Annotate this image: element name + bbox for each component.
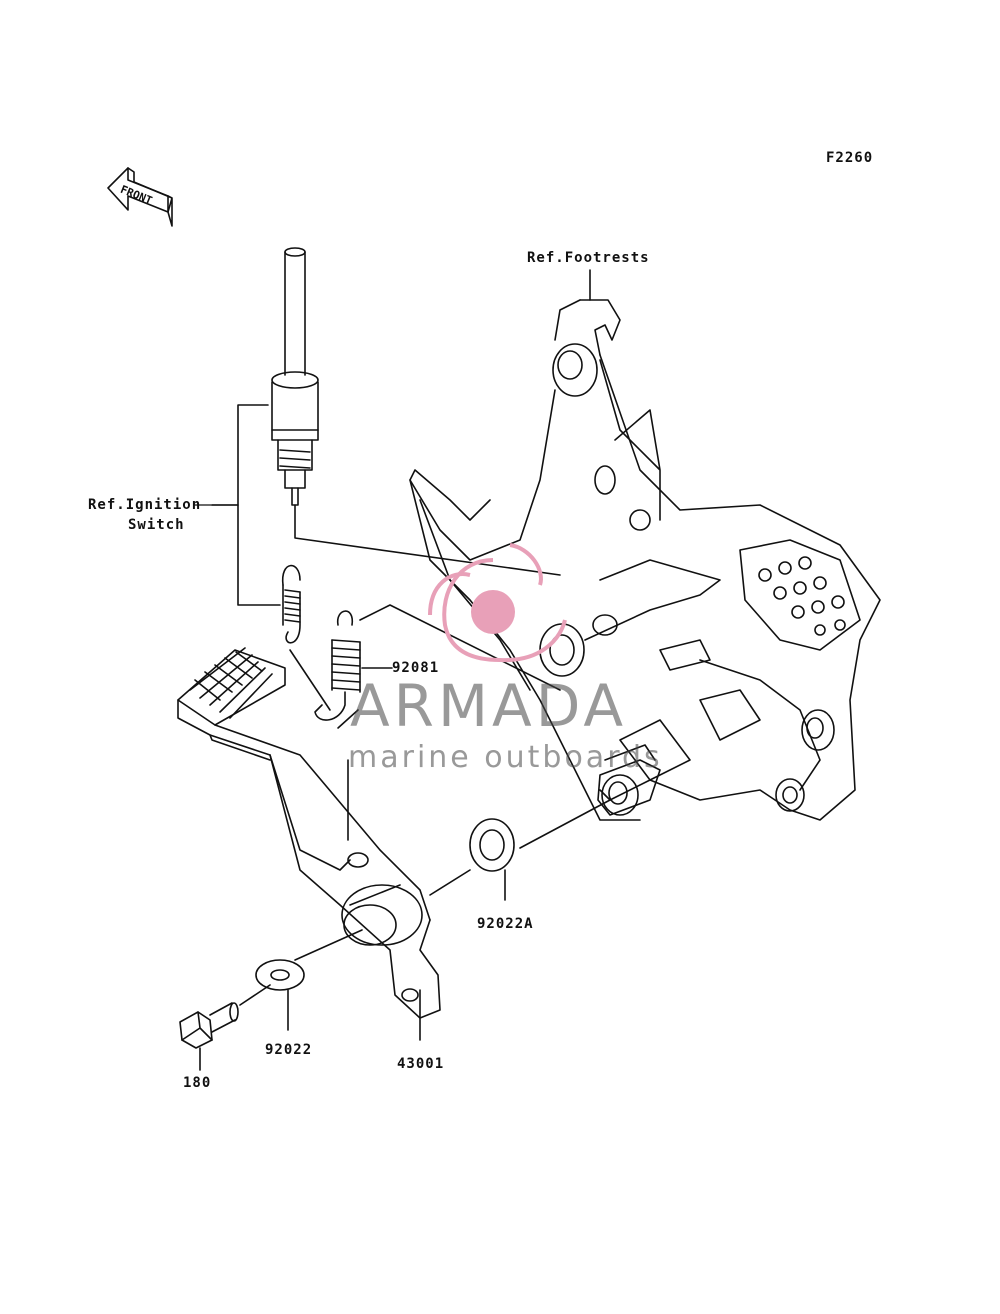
part-number-92022a: 92022A bbox=[477, 916, 534, 932]
brake-pedal bbox=[177, 647, 441, 1041]
watermark-logo-icon bbox=[428, 543, 567, 663]
switch-spring bbox=[281, 564, 301, 644]
footrest-bracket bbox=[409, 269, 881, 821]
bolt-180 bbox=[179, 1002, 239, 1071]
watermark-brand: ARMADA bbox=[350, 672, 628, 740]
watermark-tagline: marine outboards bbox=[348, 740, 663, 775]
ref-ignition-label-switch: Switch bbox=[128, 517, 185, 533]
part-number-92081: 92081 bbox=[392, 660, 440, 676]
washer-92022a bbox=[469, 818, 515, 901]
return-spring bbox=[314, 610, 393, 729]
washer-92022 bbox=[255, 959, 305, 1031]
ref-bracket bbox=[237, 404, 281, 606]
part-number-43001: 43001 bbox=[397, 1056, 445, 1072]
front-arrow-icon: FRONT bbox=[107, 167, 173, 227]
ref-ignition-label: Ref.Ignition bbox=[88, 497, 202, 513]
part-number-180: 180 bbox=[183, 1075, 212, 1091]
brake-light-switch bbox=[271, 247, 319, 506]
ref-footrests-label: Ref.Footrests bbox=[527, 250, 650, 266]
part-number-92022: 92022 bbox=[265, 1042, 313, 1058]
front-arrow-label: FRONT bbox=[118, 183, 154, 208]
diagram-code: F2260 bbox=[826, 150, 874, 166]
